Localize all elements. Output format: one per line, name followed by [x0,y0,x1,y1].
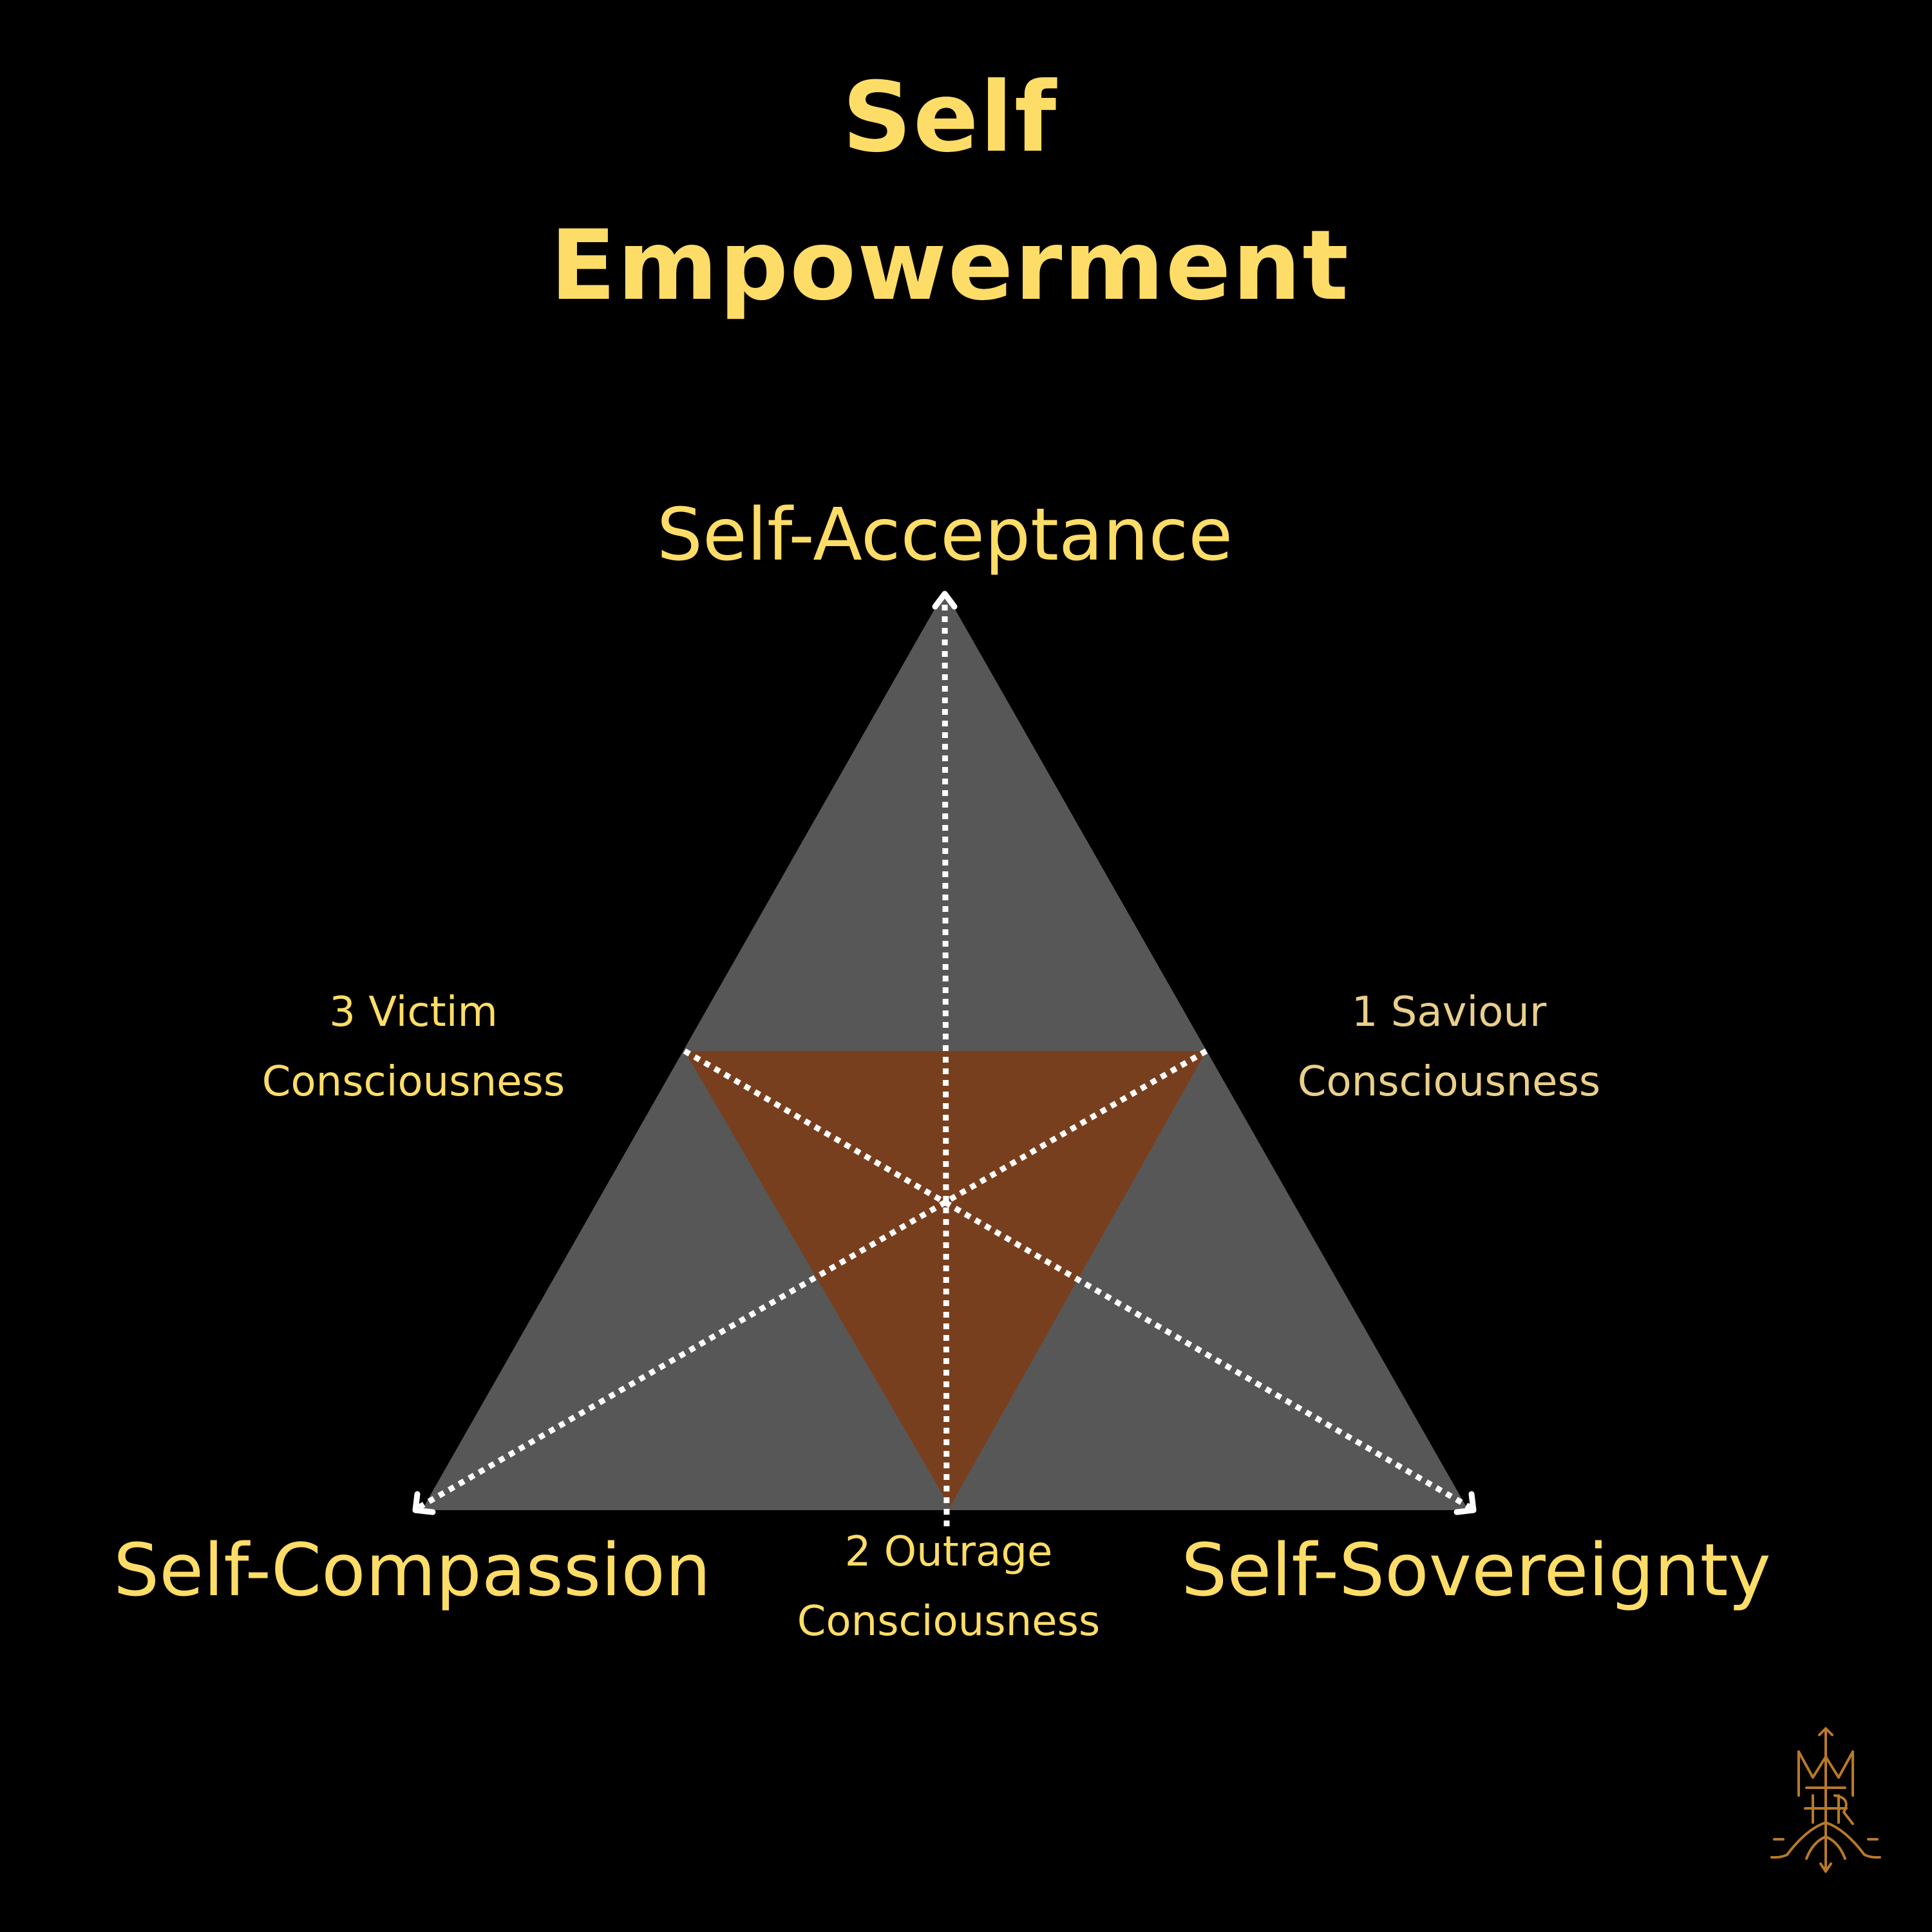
axis-vertical [942,601,950,1527]
vertex-label-right: Self-Sovereignty [1181,1529,1771,1613]
saviour-line-2: Consciousness [1297,1058,1601,1106]
monogram-emblem-icon [1770,1727,1881,1873]
midpoint-label-outrage: 2 Outrage Consciousness [797,1517,1100,1656]
vertex-label-top: Self-Acceptance [656,493,1233,577]
arrowhead-right [1454,1491,1477,1515]
arrowhead-top [932,591,958,610]
arrowhead-left [412,1491,436,1515]
axis-to-right-vertex [683,1048,1473,1511]
midpoint-label-victim: 3 Victim Consciousness [262,978,565,1117]
axis-arrowheads [412,591,1477,1515]
victim-line-1: 3 Victim [329,989,498,1036]
saviour-line-1: 1 Saviour [1351,989,1547,1036]
title-line-1: Self [842,62,1058,174]
outrage-line-1: 2 Outrage [844,1528,1053,1576]
victim-line-2: Consciousness [261,1058,565,1106]
midpoint-label-saviour: 1 Saviour Consciousness [1298,978,1600,1117]
vertex-label-left: Self-Compassion [113,1529,711,1613]
title-line-2: Empowerment [550,210,1350,322]
outrage-line-2: Consciousness [797,1598,1101,1645]
dotted-axes [415,601,1473,1527]
axis-to-left-vertex [415,1048,1208,1511]
